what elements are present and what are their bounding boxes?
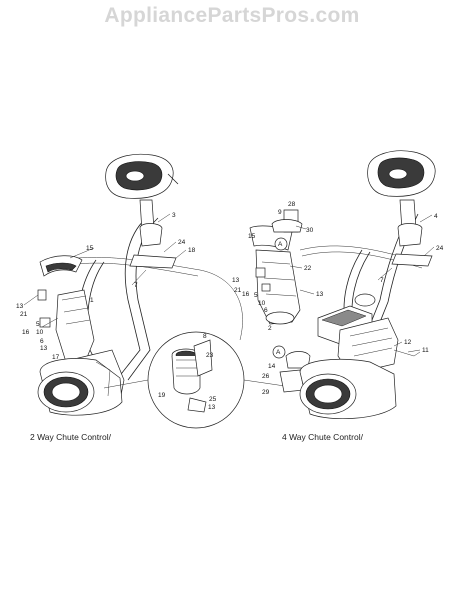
callout: 24 xyxy=(178,239,186,246)
callout: 21 xyxy=(234,287,242,294)
callout: 6 xyxy=(40,338,44,345)
callout: 23 xyxy=(206,352,214,359)
callout: 8 xyxy=(203,333,207,340)
callout: 18 xyxy=(188,247,196,254)
callout: 5 xyxy=(36,321,40,328)
callout: 10 xyxy=(258,300,266,307)
inset-callouts: 8 23 19 25 13 xyxy=(158,333,217,411)
callout: 13 xyxy=(40,345,48,352)
callout: 25 xyxy=(209,396,217,403)
inset-detail: 8 23 19 25 13 xyxy=(103,331,313,429)
callout: 2 xyxy=(268,325,272,332)
callout: 26 xyxy=(262,373,270,380)
callout: 21 xyxy=(20,311,28,318)
callout: 12 xyxy=(404,339,412,346)
callout: A xyxy=(278,241,283,248)
callout: 14 xyxy=(268,363,276,370)
callout: 13 xyxy=(316,291,324,298)
callout: 11 xyxy=(422,347,429,354)
callout: A xyxy=(276,349,281,356)
callout: 1 xyxy=(90,297,94,304)
callout: 15 xyxy=(248,233,256,240)
middle-chute-parts: 28 9 30 A 22 15 13 21 16 5 10 6 2 13 xyxy=(232,201,324,393)
right-callouts: 4 24 7 12 11 A 14 26 29 xyxy=(262,213,444,396)
middle-callouts: 28 9 30 A 22 15 13 21 16 5 10 6 2 13 xyxy=(232,201,324,332)
callout: 17 xyxy=(52,354,60,361)
callout: 10 xyxy=(36,329,44,336)
callout: 13 xyxy=(16,303,24,310)
callout: 9 xyxy=(278,209,282,216)
callout: 30 xyxy=(306,227,314,234)
callout: 13 xyxy=(208,404,216,411)
callout: 3 xyxy=(172,212,176,219)
callout: 7 xyxy=(380,277,384,284)
watermark: AppliancePartsPros.com xyxy=(104,4,360,27)
right-assembly: 4 24 7 12 11 A 14 26 29 xyxy=(262,150,444,420)
callout: 19 xyxy=(158,392,166,399)
callout: 28 xyxy=(288,201,296,208)
callout: 7 xyxy=(134,282,138,289)
callout: 6 xyxy=(264,307,268,314)
callout: 13 xyxy=(232,277,240,284)
callout: 16 xyxy=(22,329,30,336)
caption-4-way: 4 Way Chute Control/ xyxy=(282,432,363,442)
left-assembly: 3 24 18 15 7 13 21 16 5 10 6 1 13 17 xyxy=(16,153,243,416)
callout: 15 xyxy=(86,245,94,252)
left-callouts: 3 24 18 15 7 13 21 16 5 10 6 1 13 17 xyxy=(16,212,196,361)
callout: 5 xyxy=(254,292,258,299)
callout: 29 xyxy=(262,389,270,396)
callout: 22 xyxy=(304,265,312,272)
caption-2-way: 2 Way Chute Control/ xyxy=(30,432,111,442)
callout: 16 xyxy=(242,291,250,298)
callout: 4 xyxy=(434,213,438,220)
callout: 24 xyxy=(436,245,444,252)
